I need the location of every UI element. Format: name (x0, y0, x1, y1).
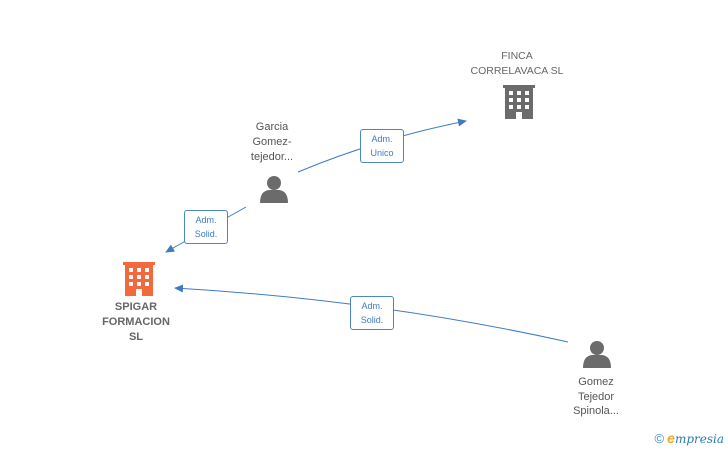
person-icon[interactable] (260, 176, 288, 203)
node-label-line: tejedor... (250, 151, 294, 163)
node-label-line: SPIGAR (114, 301, 158, 313)
brand-initial: e (667, 430, 675, 446)
edge-label-line: Unico (370, 148, 394, 158)
node-label-spigar[interactable]: SPIGAR FORMACION SL (86, 300, 186, 345)
brand-name: mpresia (674, 432, 724, 446)
edge-label-gomez-spigar[interactable]: Adm. Solid. (350, 296, 394, 330)
node-label-line: FORMACION (102, 316, 170, 328)
edge-label-line: Solid. (194, 229, 218, 239)
node-label-gomez[interactable]: Gomez Tejedor Spinola... (555, 375, 637, 419)
edge-label-garcia-finca[interactable]: Adm. Unico (360, 129, 404, 163)
node-label-line: Gomez- (252, 136, 292, 148)
node-label-line: Spinola... (573, 405, 619, 417)
node-label-line: CORRELAVACA SL (470, 65, 564, 77)
building-icon[interactable] (123, 262, 155, 296)
edge-label-line: Adm. (195, 215, 217, 225)
footer-brand[interactable]: ©empresia (655, 430, 724, 446)
edge-label-line: Adm. (371, 134, 393, 144)
edge-label-garcia-spigar[interactable]: Adm. Solid. (184, 210, 228, 244)
node-label-garcia[interactable]: Garcia Gomez- tejedor... (232, 120, 312, 165)
edge-label-line: Solid. (360, 315, 384, 325)
node-label-line: Tejedor (577, 390, 615, 403)
building-icon[interactable] (503, 85, 535, 119)
node-label-finca[interactable]: FINCA CORRELAVACA SL (457, 49, 577, 79)
node-label-line: Gomez (578, 376, 614, 388)
edge-label-line: Adm. (361, 301, 383, 311)
copyright-icon: © (654, 431, 665, 446)
node-label-line: SL (128, 331, 144, 343)
person-icon[interactable] (583, 341, 611, 368)
node-label-line: FINCA (501, 50, 533, 62)
node-label-line: Garcia (255, 121, 289, 133)
